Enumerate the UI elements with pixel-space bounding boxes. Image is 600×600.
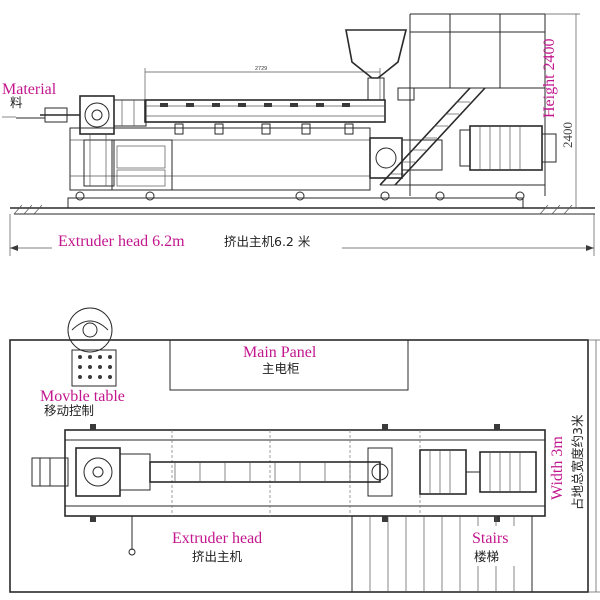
movable-table-cn-label: 移动控制	[44, 403, 94, 418]
width-label: Width 3m	[549, 436, 566, 500]
side-elevation-view: 2729	[2, 13, 595, 256]
stairs-cn-label: 楼梯	[474, 549, 499, 564]
extruder-length-cn-label: 挤出主机6.2 米	[224, 234, 311, 249]
height-value-label: 2400	[560, 122, 575, 148]
extruder-head-label: Extruder head	[172, 530, 262, 547]
top-plan-view: Width 3m 占地总宽度约3米 Main Panel 主电柜 Movble …	[9, 307, 600, 593]
height-label: Height 2400	[541, 38, 558, 118]
movable-table-device	[67, 307, 117, 387]
movable-table-label: Movble table	[40, 388, 125, 405]
main-panel-label: Main Panel	[243, 344, 317, 361]
extruder-length-label: Extruder head 6.2m	[58, 233, 185, 250]
stairs-plan	[351, 515, 533, 593]
extruder-head-cn-label: 挤出主机	[192, 549, 243, 564]
main-panel-cn-label: 主电柜	[262, 361, 300, 376]
material-cn-label: 料	[10, 95, 23, 110]
stairs-label: Stairs	[472, 530, 508, 547]
main-panel-box	[169, 339, 409, 391]
top-dimension-label: 2729	[255, 66, 267, 72]
material-label: Material	[2, 81, 57, 98]
width-cn-label: 占地总宽度约3米	[570, 414, 585, 510]
